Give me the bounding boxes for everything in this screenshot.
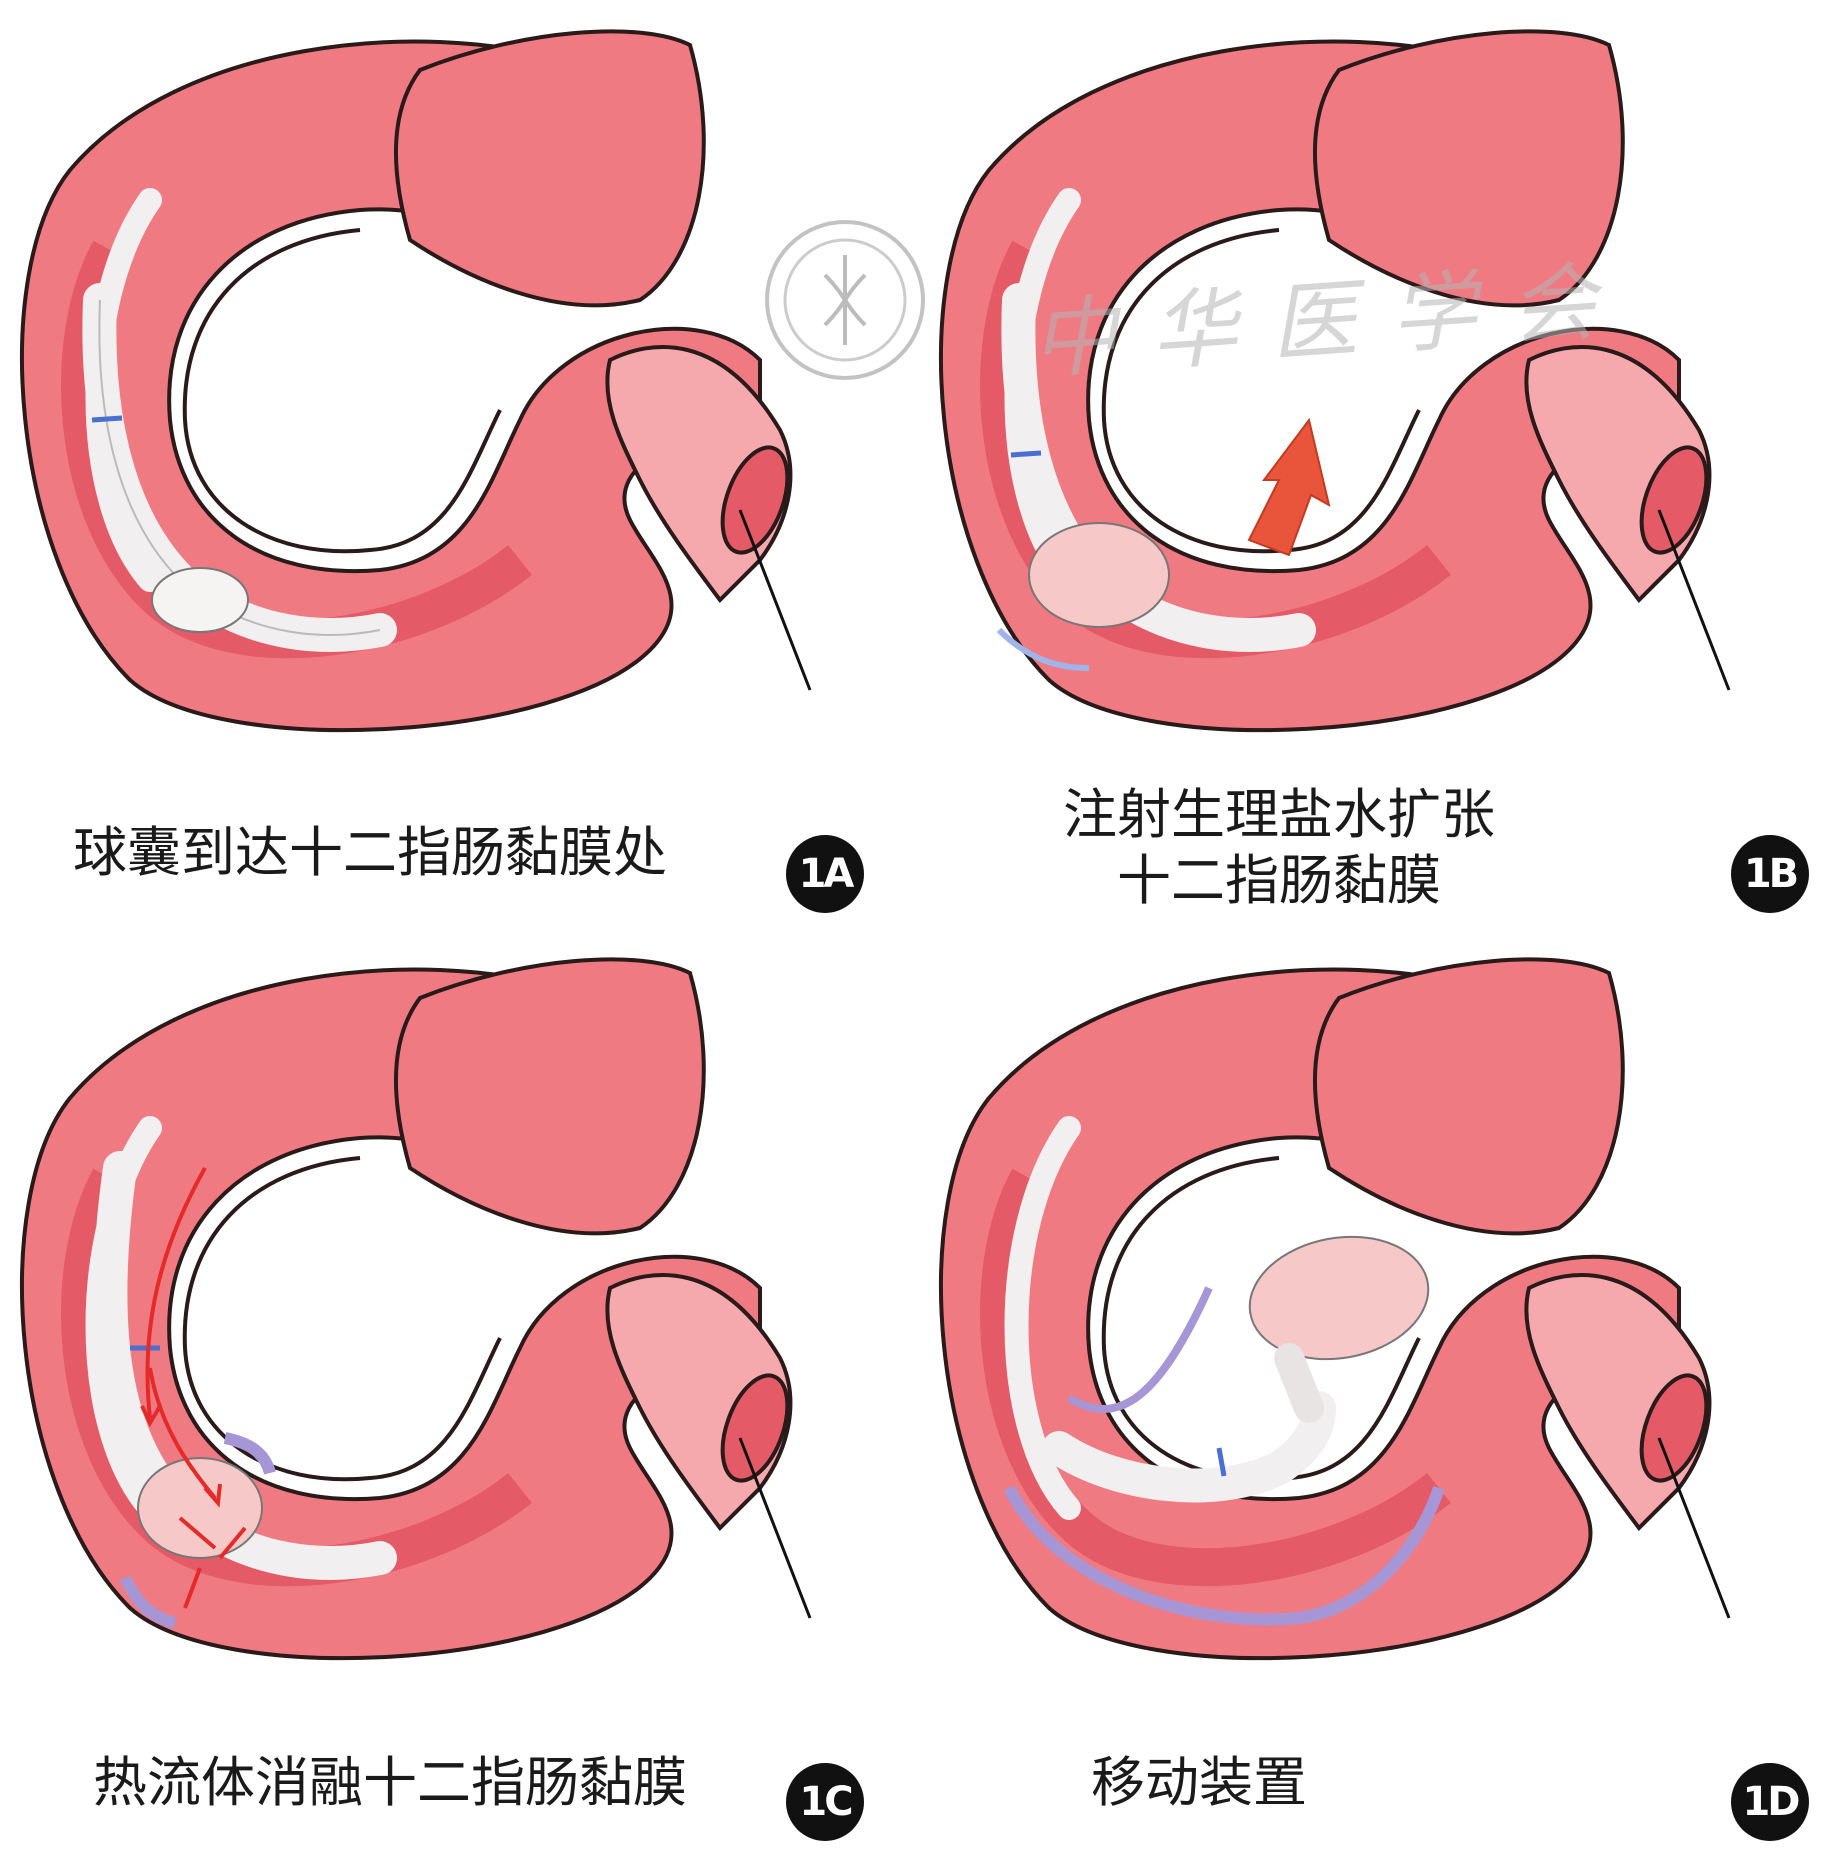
caption-line: 注射生理盐水扩张 xyxy=(1063,783,1495,846)
caption-1b: 注射生理盐水扩张 十二指肠黏膜 xyxy=(919,782,1639,914)
heat-flow-arrow-icon xyxy=(140,1167,247,1609)
stomach-bulb xyxy=(1313,957,1625,1236)
caption-1d: 移动装置 xyxy=(919,1750,1479,1816)
badge-1d: 1D xyxy=(1731,1763,1809,1841)
catheter-balloon xyxy=(82,283,397,652)
caption-line: 热流体消融十二指肠黏膜 xyxy=(93,1751,687,1814)
stomach-bulb xyxy=(1313,29,1625,308)
duodenal-outlet xyxy=(1524,1272,1731,1619)
caption-1a: 球囊到达十二指肠黏膜处 xyxy=(0,820,740,886)
panel-1c: 热流体消融十二指肠黏膜 1C xyxy=(0,928,919,1855)
duodenum-illustration-1c xyxy=(20,957,812,1661)
saline-expansion-arrow-icon xyxy=(1247,417,1331,557)
panel-1d: 移动装置 1D xyxy=(919,928,1838,1855)
stomach-bulb xyxy=(394,29,706,308)
caption-line: 球囊到达十二指肠黏膜处 xyxy=(73,821,667,884)
duodenum-illustration-1a xyxy=(20,29,812,733)
duodenal-outlet xyxy=(605,344,812,691)
stomach-bulb xyxy=(394,957,706,1236)
catheter-balloon xyxy=(1042,1235,1430,1503)
duodenal-outlet xyxy=(605,1272,812,1619)
caption-line: 十二指肠黏膜 xyxy=(1117,849,1441,912)
ablation-zone xyxy=(1003,1286,1445,1626)
ablation-zone xyxy=(119,1432,276,1629)
catheter-balloon xyxy=(996,283,1316,671)
panel-1a: 球囊到达十二指肠黏膜处 1A xyxy=(0,0,919,927)
caption-1c: 热流体消融十二指肠黏膜 xyxy=(20,1750,760,1816)
caption-line: 移动装置 xyxy=(1091,1751,1307,1814)
panel-1b: 注射生理盐水扩张 十二指肠黏膜 1B xyxy=(919,0,1838,927)
badge-1a: 1A xyxy=(786,835,864,913)
duodenal-outlet xyxy=(1524,344,1731,691)
badge-1b: 1B xyxy=(1731,835,1809,913)
badge-1c: 1C xyxy=(786,1763,864,1841)
duodenum-illustration-1d xyxy=(939,957,1731,1661)
seal-emblem-icon xyxy=(765,220,925,380)
catheter-balloon xyxy=(93,1151,397,1580)
duodenum-illustration-1b xyxy=(939,29,1731,733)
